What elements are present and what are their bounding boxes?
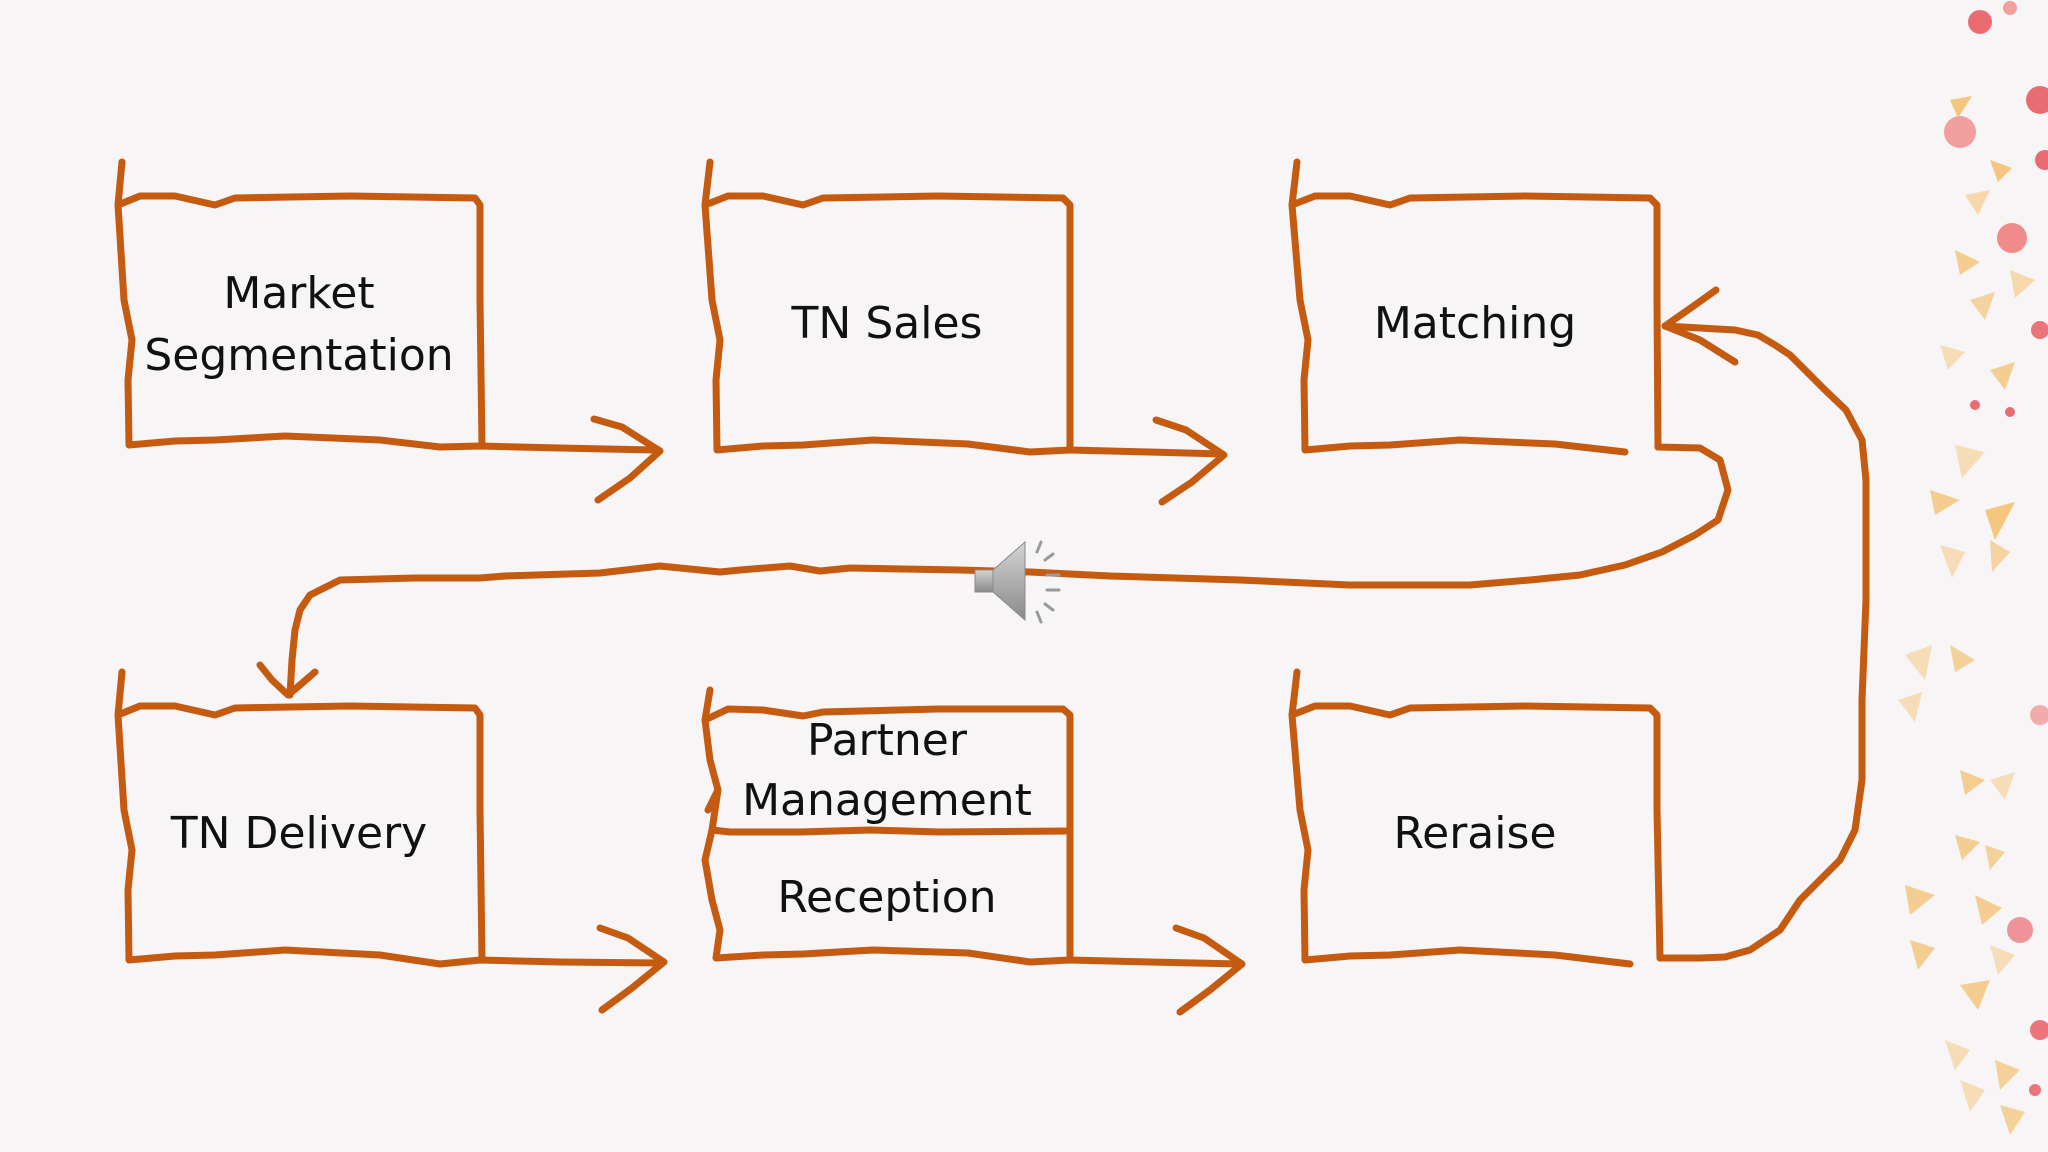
label-management: Management xyxy=(742,775,1032,826)
speaker-icon[interactable] xyxy=(974,540,1061,624)
label-reception: Reception xyxy=(777,872,996,923)
label-matching: Matching xyxy=(1374,298,1576,349)
box-reraise-outline xyxy=(1288,668,1664,968)
label-reraise: Reraise xyxy=(1394,808,1557,859)
box-tn-sales-outline xyxy=(701,158,1228,506)
connector-reraise-to-matching xyxy=(1656,286,1870,962)
label-partner: Partner xyxy=(807,715,968,766)
label-market: Market xyxy=(223,268,374,319)
connector-matching-to-delivery xyxy=(256,562,1534,699)
box-partner-reception-outline xyxy=(701,686,1246,1016)
label-segmentation: Segmentation xyxy=(144,330,453,381)
label-tn-sales: TN Sales xyxy=(791,298,983,349)
box-tn-delivery-outline xyxy=(114,668,668,1014)
box-market-segmentation-outline xyxy=(114,158,664,504)
label-tn-delivery: TN Delivery xyxy=(170,808,427,859)
decorative-confetti xyxy=(1898,1,2048,1135)
box-matching-outline xyxy=(1288,158,1732,584)
